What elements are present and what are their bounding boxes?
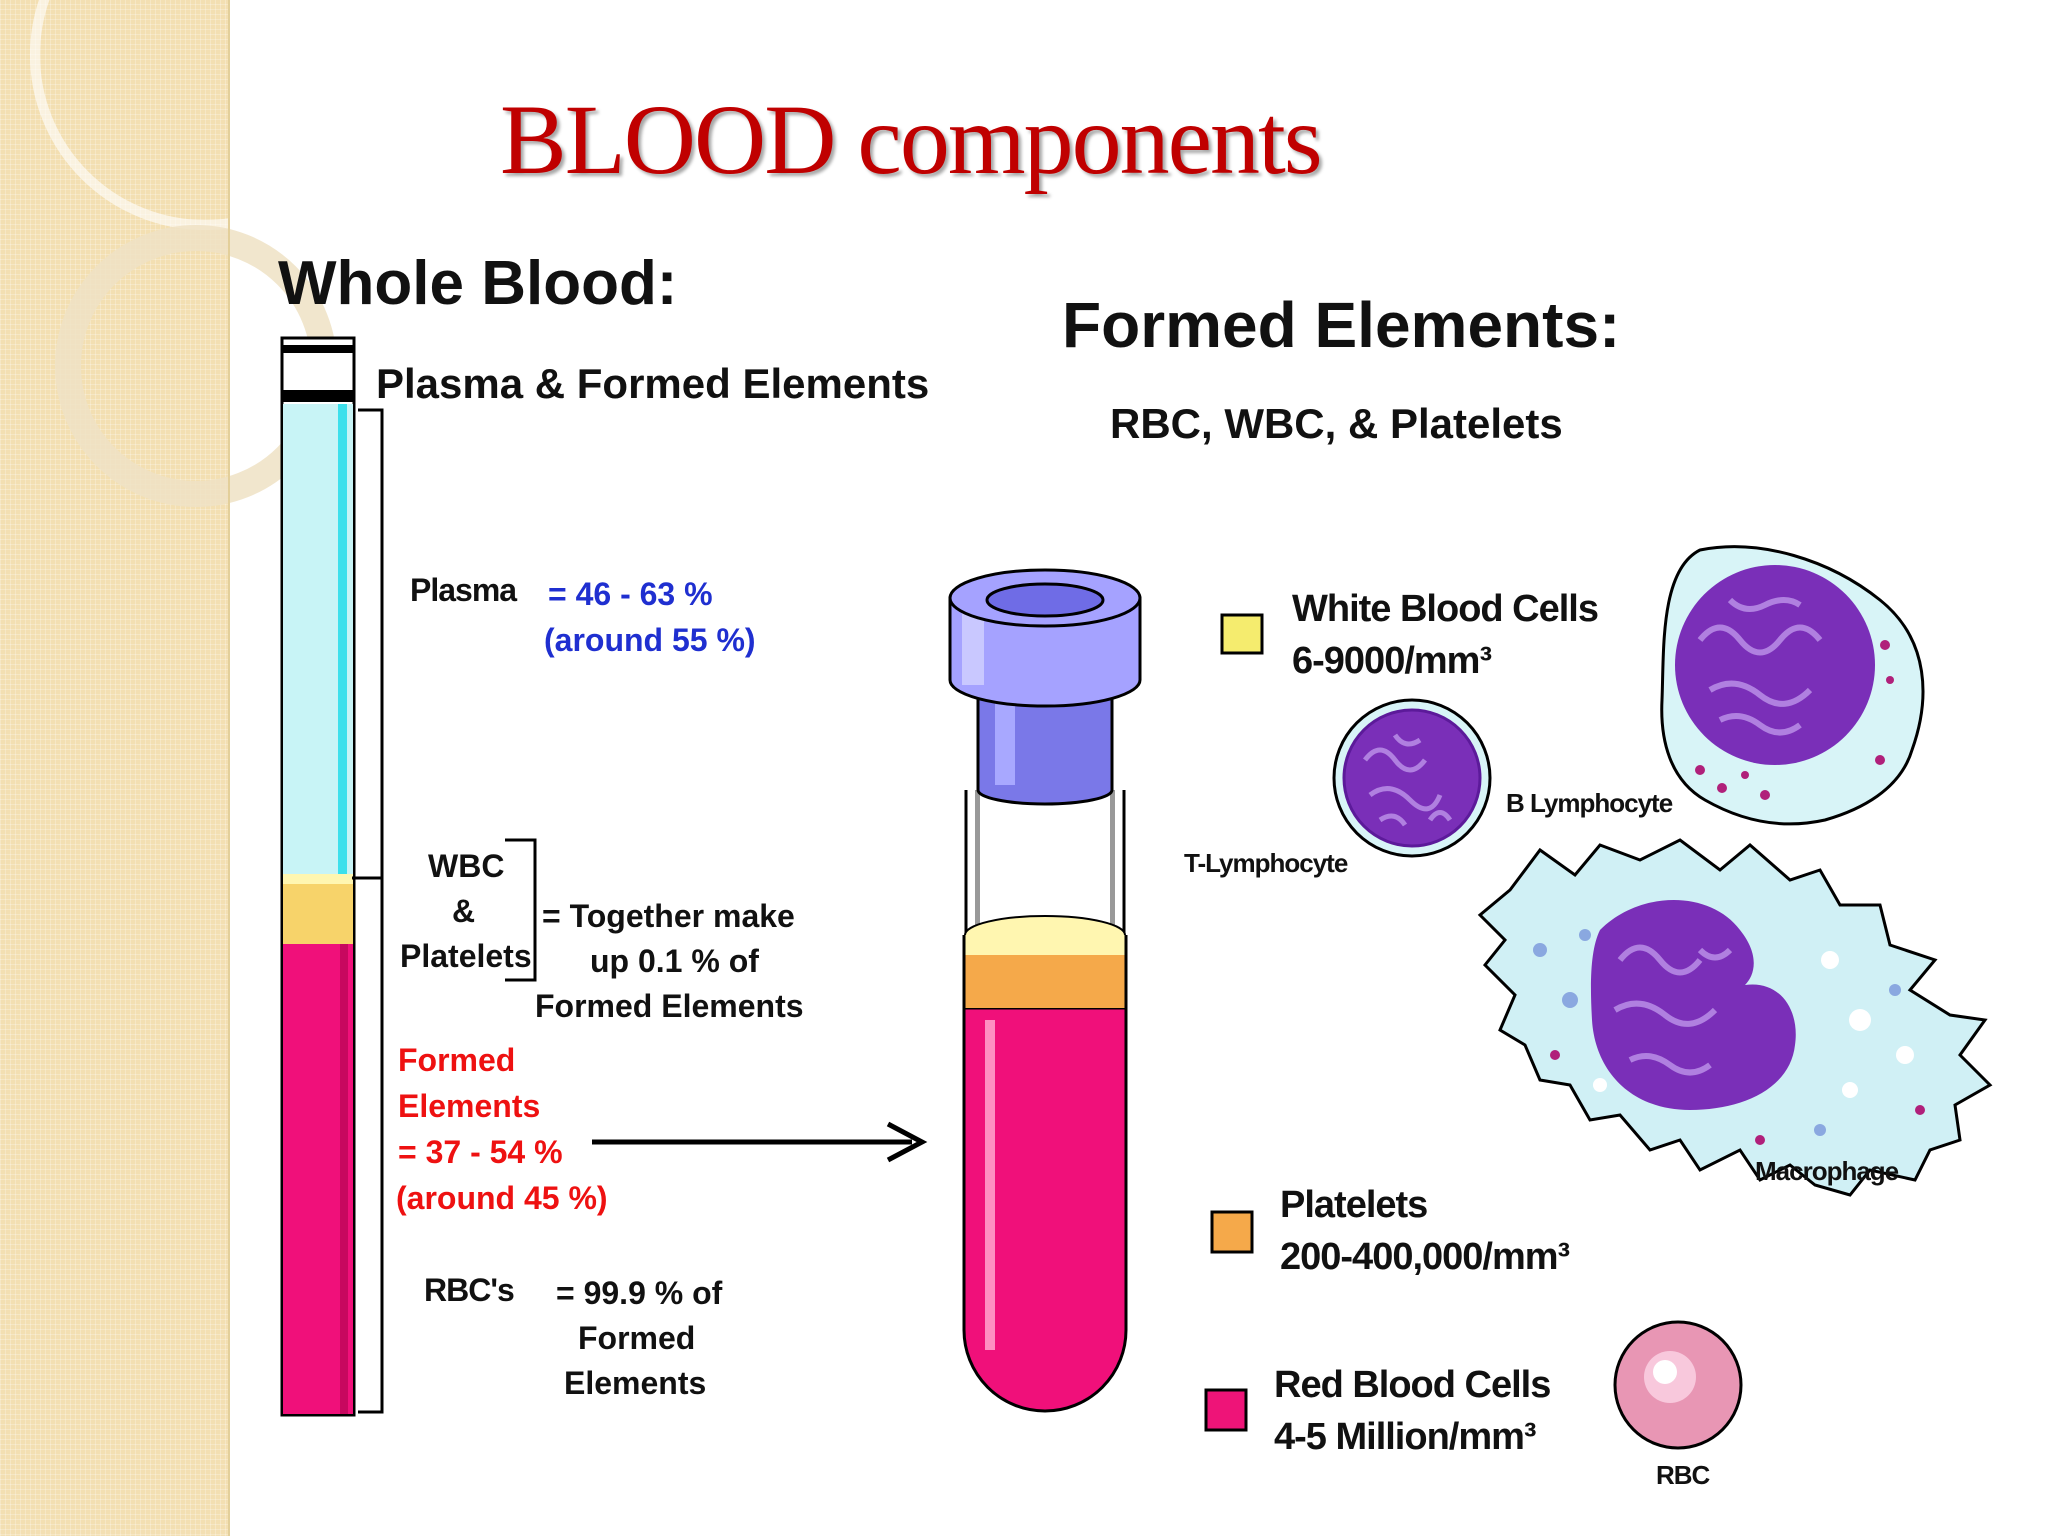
b-lymphocyte-cell [1660, 545, 1925, 826]
platelets-count: 200-400,000/mm³ [1280, 1236, 1570, 1278]
rbcs-line-2: Formed [578, 1320, 696, 1356]
rbc-count: 4-5 Million/mm³ [1274, 1416, 1537, 1458]
slide-title: BLOOD components [500, 84, 1323, 195]
rbcs-label: RBC's [424, 1272, 515, 1308]
t-lymphocyte-cell [1332, 698, 1492, 858]
plasma-formed-subheading: Plasma & Formed Elements [376, 360, 930, 407]
platelets-title: Platelets [1280, 1184, 1428, 1226]
macrophage-cell [1477, 838, 1993, 1197]
rbcs-value: = 99.9 % of [556, 1275, 723, 1311]
rbc-cell-label: RBC [1656, 1460, 1710, 1490]
whole-blood-bracket [358, 408, 384, 1414]
whole-blood-heading: Whole Blood: [278, 249, 678, 318]
plasma-note: (around 55 %) [544, 622, 756, 658]
formed-elements-heading: Formed Elements: [1062, 289, 1621, 361]
rbcs-line-3: Elements [564, 1365, 707, 1401]
tube-rbc-layer [962, 1006, 1128, 1413]
platelets-label: Platelets [400, 938, 532, 974]
together-line-1: = Together make [542, 898, 795, 934]
wbc-swatch [1220, 613, 1264, 655]
b-lymphocyte-label: B Lymphocyte [1506, 788, 1673, 818]
rbc-swatch [1204, 1388, 1248, 1432]
formed-value: = 37 - 54 % [398, 1134, 563, 1170]
wbc-label: WBC [428, 848, 505, 884]
formed-elements-subheading: RBC, WBC, & Platelets [1110, 400, 1563, 447]
t-lymphocyte-label: T-Lymphocyte [1184, 848, 1348, 878]
arrow-to-test-tube [592, 1121, 928, 1163]
ampersand-label: & [452, 893, 476, 929]
tube-buffy-layer [965, 952, 1125, 1008]
rbc-title: Red Blood Cells [1274, 1364, 1551, 1406]
wbc-platelets-bracket [505, 838, 537, 982]
formed-note: (around 45 %) [396, 1180, 608, 1216]
whole-blood-tube [280, 336, 537, 1417]
formed-label-2: Elements [398, 1088, 541, 1124]
plasma-label: Plasma [410, 572, 517, 608]
platelets-swatch [1210, 1210, 1254, 1254]
panel-divider [228, 0, 230, 1536]
test-tube [948, 568, 1142, 1413]
wbc-count: 6-9000/mm³ [1292, 640, 1492, 682]
buffy-coat-layer [283, 884, 353, 944]
wbc-title: White Blood Cells [1292, 588, 1599, 630]
plasma-value: = 46 - 63 % [548, 576, 713, 612]
rbc-cell [1613, 1320, 1743, 1450]
macrophage-label: Macrophage [1755, 1156, 1899, 1186]
together-line-3: Formed Elements [535, 988, 804, 1024]
together-line-2: up 0.1 % of [590, 943, 759, 979]
formed-label-1: Formed [398, 1042, 516, 1078]
